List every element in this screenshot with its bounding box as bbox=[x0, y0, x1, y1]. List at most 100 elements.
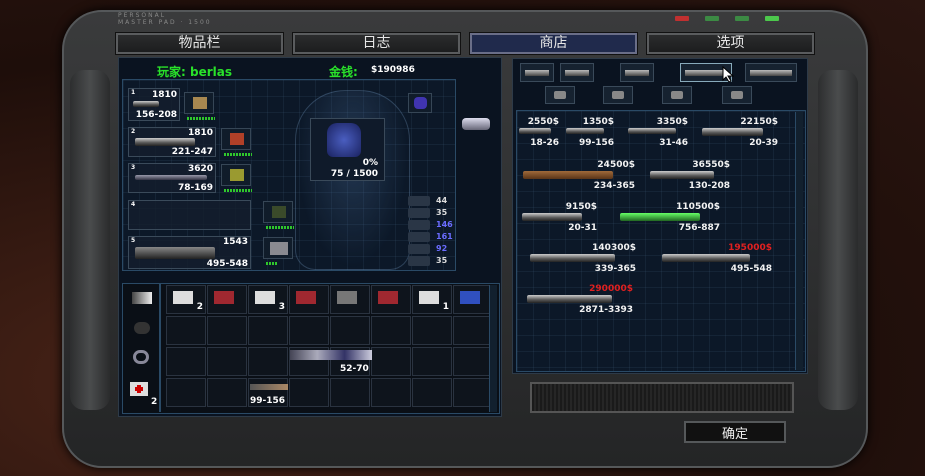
confirm-button[interactable]: 确定 bbox=[684, 421, 786, 443]
inventory-cell[interactable] bbox=[330, 285, 370, 314]
damage-range: 18-26 bbox=[530, 138, 559, 148]
inventory-cell[interactable] bbox=[289, 378, 329, 407]
inventory-cell[interactable] bbox=[248, 347, 288, 376]
inventory-cell[interactable] bbox=[248, 316, 288, 345]
inventory-cell[interactable] bbox=[453, 347, 493, 376]
damage-range: 130-208 bbox=[688, 181, 730, 191]
damage-range: 78-169 bbox=[177, 183, 213, 193]
armor-slot[interactable]: 0% 75 / 1500 bbox=[310, 118, 385, 181]
inventory-cell[interactable] bbox=[166, 378, 206, 407]
weapon-slot-3[interactable]: 3 3620 78-169 bbox=[128, 163, 216, 193]
item-count: 3 bbox=[278, 302, 285, 312]
item-category-tab[interactable] bbox=[545, 86, 575, 104]
shop-item[interactable]: 36550$ 130-208 bbox=[650, 160, 730, 194]
pistol-icon bbox=[133, 101, 159, 107]
inventory-cell[interactable] bbox=[330, 378, 370, 407]
tab-inventory[interactable]: 物品栏 bbox=[115, 32, 284, 55]
tab-log[interactable]: 日志 bbox=[292, 32, 461, 55]
weapon-category-icon bbox=[625, 70, 649, 76]
shop-item[interactable]: 140300$ 339-365 bbox=[530, 243, 636, 277]
inventory-cell[interactable] bbox=[166, 316, 206, 345]
inventory-cell[interactable] bbox=[412, 378, 452, 407]
inventory-cell[interactable] bbox=[207, 378, 247, 407]
inventory-cell[interactable] bbox=[371, 347, 411, 376]
ammo-slot-3[interactable] bbox=[221, 164, 252, 192]
item-count: 2 bbox=[151, 397, 158, 407]
inventory-cell[interactable] bbox=[248, 378, 288, 407]
money-label: 金钱: bbox=[329, 65, 358, 79]
inventory-cell[interactable]: 2 bbox=[166, 285, 206, 314]
damage-range: 495-548 bbox=[730, 264, 772, 274]
inventory-cell[interactable] bbox=[330, 316, 370, 345]
shop-item[interactable]: 290000$ 2871-3393 bbox=[527, 284, 633, 318]
inventory-cell[interactable]: 1 bbox=[412, 285, 452, 314]
minigun-icon bbox=[135, 247, 215, 259]
damage-range: 221-247 bbox=[171, 147, 213, 157]
weapon-category-tab[interactable] bbox=[680, 63, 732, 82]
inventory-cell[interactable] bbox=[371, 285, 411, 314]
detector-icon[interactable] bbox=[133, 350, 149, 364]
inventory-cell[interactable] bbox=[289, 285, 329, 314]
shop-item[interactable]: 24500$ 234-365 bbox=[523, 160, 635, 194]
inventory-cell[interactable]: 3 bbox=[248, 285, 288, 314]
inventory-cell[interactable] bbox=[371, 378, 411, 407]
drop-item-icon[interactable] bbox=[462, 118, 490, 130]
ammo-slot-4[interactable] bbox=[263, 201, 294, 229]
helmet-slot[interactable] bbox=[408, 93, 432, 113]
inventory-cell[interactable] bbox=[289, 316, 329, 345]
weapon-slot-2[interactable]: 2 1810 221-247 bbox=[128, 127, 216, 157]
weapon-category-tab[interactable] bbox=[560, 63, 594, 82]
inventory-cell[interactable] bbox=[453, 378, 493, 407]
slot-number: 3 bbox=[131, 164, 136, 171]
shop-item[interactable]: 3350$ 31-46 bbox=[628, 117, 688, 151]
damage-range: 2871-3393 bbox=[579, 305, 633, 315]
damage-range: 756-887 bbox=[678, 223, 720, 233]
item-category-tab[interactable] bbox=[603, 86, 633, 104]
armor-value: 75 / 1500 bbox=[330, 169, 378, 179]
shop-item[interactable]: 110500$ 756-887 bbox=[620, 202, 720, 236]
frame-right-handle bbox=[818, 70, 858, 410]
tab-shop[interactable]: 商店 bbox=[469, 32, 638, 55]
weapon-icon bbox=[519, 128, 551, 134]
inventory-cell[interactable] bbox=[207, 316, 247, 345]
shop-item[interactable]: 22150$ 20-39 bbox=[702, 117, 778, 151]
weapon-slot-5[interactable]: 5 1543 495-548 bbox=[128, 236, 251, 269]
brand-line: PERSONAL bbox=[118, 12, 167, 19]
item-price: 140300$ bbox=[592, 243, 636, 253]
shop-item[interactable]: 9150$ 20-31 bbox=[522, 202, 597, 236]
inventory-cell[interactable] bbox=[207, 347, 247, 376]
item-price: 290000$ bbox=[589, 284, 633, 294]
ammo-slot-5[interactable] bbox=[263, 237, 293, 265]
tab-options[interactable]: 选项 bbox=[646, 32, 815, 55]
inventory-cell[interactable] bbox=[371, 316, 411, 345]
shells-box-icon bbox=[230, 133, 244, 145]
weapon-category-icon bbox=[750, 70, 792, 76]
stat-value: 146 bbox=[436, 220, 453, 229]
damage-range: 156-208 bbox=[135, 110, 177, 120]
night-vision-icon[interactable] bbox=[134, 322, 150, 334]
shop-item[interactable]: 195000$ 495-548 bbox=[662, 243, 772, 277]
weapon-category-tab[interactable] bbox=[745, 63, 797, 82]
weapon-category-tab[interactable] bbox=[620, 63, 654, 82]
weapon-slot-4[interactable]: 4 bbox=[128, 200, 251, 230]
item-category-tab[interactable] bbox=[662, 86, 692, 104]
inventory-cell[interactable] bbox=[412, 347, 452, 376]
weapon-slot-1[interactable]: 1 1810 156-208 bbox=[128, 88, 180, 121]
inventory-cell[interactable] bbox=[207, 285, 247, 314]
inventory-cell[interactable] bbox=[412, 316, 452, 345]
shop-item[interactable]: 1350$ 99-156 bbox=[566, 117, 614, 151]
item-category-tab[interactable] bbox=[722, 86, 752, 104]
inventory-cell[interactable] bbox=[453, 285, 493, 314]
inventory-weapon-icon[interactable] bbox=[290, 350, 372, 360]
inventory-weapon-icon[interactable] bbox=[250, 384, 288, 390]
inventory-cell[interactable] bbox=[166, 347, 206, 376]
shop-item[interactable]: 2550$ 18-26 bbox=[519, 117, 559, 151]
ammo-slot-2[interactable] bbox=[221, 128, 252, 156]
flashlight-icon[interactable] bbox=[132, 292, 152, 304]
medkit-icon[interactable] bbox=[130, 382, 148, 396]
inventory-scrollbar[interactable] bbox=[489, 285, 497, 412]
weapon-category-tab[interactable] bbox=[520, 63, 554, 82]
inventory-cell[interactable] bbox=[453, 316, 493, 345]
ammo-slot-1[interactable] bbox=[184, 92, 215, 120]
shop-scrollbar[interactable] bbox=[795, 112, 803, 370]
